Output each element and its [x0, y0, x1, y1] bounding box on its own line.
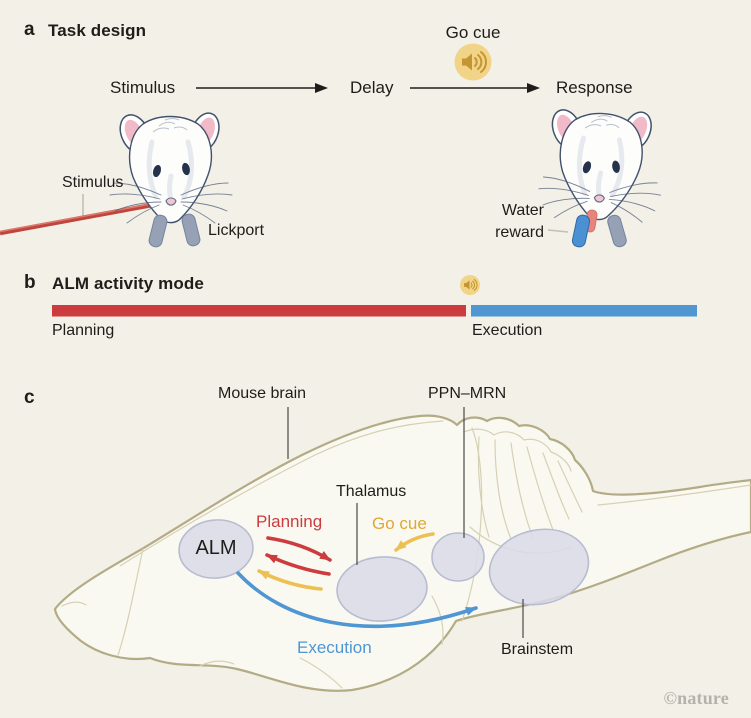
- laser-stimulus-highlight: [0, 203, 153, 233]
- lickport-icon-right: [180, 212, 202, 248]
- planning-phase-label: Planning: [52, 322, 115, 339]
- water-reward-label: Water reward: [495, 202, 544, 242]
- planning-pathway-label: Planning: [256, 512, 323, 531]
- brainstem-label: Brainstem: [501, 641, 574, 658]
- go-cue-label: Go cue: [445, 23, 501, 42]
- cerebellum-folds: [463, 428, 583, 554]
- execution-phase-label: Execution: [472, 322, 543, 339]
- water-lickport-icon: [570, 213, 592, 249]
- lickport-icon: [605, 213, 629, 249]
- stimulus-callout-label: Stimulus: [62, 174, 124, 191]
- nature-watermark: ©nature: [663, 688, 729, 708]
- panel-c-letter: c: [24, 387, 35, 408]
- go-cue-arrow-to-thalamus: [394, 532, 435, 552]
- timeline-delay-label: Delay: [350, 78, 394, 97]
- mouse-icon: [537, 103, 665, 223]
- go-cue-speaker-icon-small: [459, 274, 481, 296]
- brainstem-region: [488, 528, 590, 606]
- panel-a-letter: a: [24, 19, 35, 40]
- lickport-label: Lickport: [208, 222, 265, 239]
- mouse-brain-label: Mouse brain: [218, 385, 307, 402]
- thalamus-region: [336, 556, 428, 622]
- mouse-icon: [110, 109, 232, 223]
- planning-bar: [52, 305, 466, 317]
- laser-stimulus-beam: [0, 202, 153, 236]
- execution-arrow: [236, 571, 478, 629]
- mouse-brain-outline: [53, 414, 751, 692]
- execution-pathway-label: Execution: [297, 638, 372, 657]
- panel-b-title: ALM activity mode: [52, 274, 204, 293]
- execution-bar: [471, 305, 697, 317]
- ppn-mrn-region: [431, 532, 485, 582]
- alm-label: ALM: [195, 537, 237, 559]
- panel-b-letter: b: [24, 272, 36, 293]
- alm-region: [178, 519, 254, 579]
- panel-a-title: Task design: [48, 21, 147, 40]
- lickport-icon-left: [147, 213, 169, 249]
- go-cue-pathway-label: Go cue: [372, 514, 427, 533]
- ppn-mrn-label: PPN–MRN: [428, 385, 507, 402]
- brain-inner-lines: [61, 420, 751, 689]
- go-cue-speaker-icon: [453, 42, 493, 82]
- thalamus-label: Thalamus: [336, 483, 407, 500]
- timeline-stimulus-label: Stimulus: [110, 78, 176, 97]
- water-reward-leader-line: [547, 229, 569, 233]
- go-cue-arrow-to-alm: [257, 569, 323, 591]
- timeline-response-label: Response: [556, 78, 633, 97]
- planning-arrow-back: [265, 553, 331, 576]
- planning-arrow-forward: [266, 536, 332, 562]
